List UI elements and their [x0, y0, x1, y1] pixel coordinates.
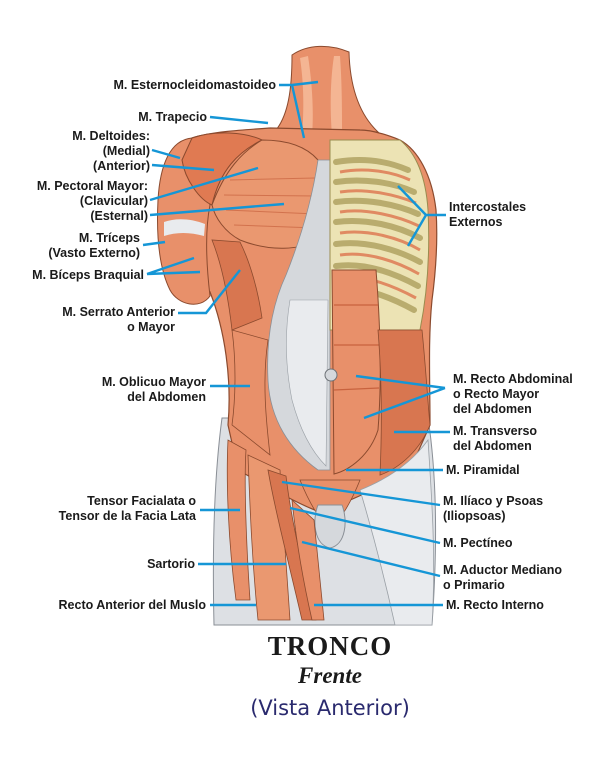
- title-main: TRONCO: [268, 631, 393, 661]
- label-tensor-1: Tensor Facialata o: [87, 494, 196, 508]
- label-sartorio: Sartorio: [147, 557, 195, 571]
- label-biceps: M. Bíceps Braquial: [32, 268, 144, 282]
- label-pectoral-clavicular: (Clavicular): [80, 194, 148, 208]
- title-block: TRONCO Frente (Vista Anterior): [250, 631, 410, 720]
- label-aductor-2: o Primario: [443, 578, 505, 592]
- label-serrato-2: o Mayor: [127, 320, 175, 334]
- torso-figure: [157, 45, 438, 626]
- label-esternocleidomastoideo: M. Esternocleidomastoideo: [113, 78, 276, 92]
- label-pectoral-title: M. Pectoral Mayor:: [37, 179, 148, 193]
- labels: M. Esternocleidomastoideo M. Trapecio M.…: [32, 78, 573, 612]
- adductor: [291, 499, 325, 621]
- label-pectoral-esternal: (Esternal): [90, 209, 148, 223]
- rectus-abdominis-right: [331, 269, 381, 475]
- deltoid: [181, 132, 264, 206]
- external-oblique: [231, 329, 271, 456]
- label-oblicuo-1: M. Oblicuo Mayor: [102, 375, 206, 389]
- label-iliaco-2: (Iliopsoas): [443, 509, 506, 523]
- rectus-sheath-left: [286, 299, 329, 467]
- neck-tendon-right: [330, 56, 342, 136]
- label-recto-anterior: Recto Anterior del Muslo: [59, 598, 207, 612]
- label-trapecio: M. Trapecio: [138, 110, 207, 124]
- leader-lines: [142, 80, 450, 607]
- genital-region: [314, 504, 346, 549]
- label-recto-abd-1: M. Recto Abdominal: [453, 372, 573, 386]
- pectoral-major: [211, 139, 319, 249]
- label-triceps-title: M. Tríceps: [79, 231, 140, 245]
- tensor-fascia-lata: [226, 439, 251, 601]
- label-intercostales-2: Externos: [449, 215, 503, 229]
- neck: [274, 45, 380, 133]
- label-transverso-2: del Abdomen: [453, 439, 532, 453]
- label-transverso-1: M. Transverso: [453, 424, 537, 438]
- left-arm-tendon: [164, 219, 205, 236]
- title-sub: Frente: [297, 663, 362, 688]
- label-piramidal: M. Piramidal: [446, 463, 520, 477]
- label-recto-abd-3: del Abdomen: [453, 402, 532, 416]
- label-intercostales-1: Intercostales: [449, 200, 526, 214]
- pectoral-lines: [223, 177, 317, 229]
- label-pectineo: M. Pectíneo: [443, 536, 513, 550]
- label-deltoides-medial: (Medial): [103, 144, 150, 158]
- label-recto-abd-2: o Recto Mayor: [453, 387, 539, 401]
- rectus-segments: [333, 304, 380, 391]
- label-triceps-vasto: (Vasto Externo): [48, 246, 140, 260]
- label-recto-interno: M. Recto Interno: [446, 598, 544, 612]
- label-oblicuo-2: del Abdomen: [127, 390, 206, 404]
- label-deltoides-anterior: (Anterior): [93, 159, 150, 173]
- label-iliaco-1: M. Ilíaco y Psoas: [443, 494, 543, 508]
- title-view: (Vista Anterior): [250, 696, 410, 720]
- label-serrato-1: M. Serrato Anterior: [62, 305, 175, 319]
- label-tensor-2: Tensor de la Facia Lata: [59, 509, 197, 523]
- serratus: [211, 239, 263, 331]
- navel: [324, 368, 338, 382]
- neck-tendon-left: [300, 56, 313, 136]
- label-aductor-1: M. Aductor Mediano: [443, 563, 562, 577]
- label-deltoides-title: M. Deltoides:: [72, 129, 150, 143]
